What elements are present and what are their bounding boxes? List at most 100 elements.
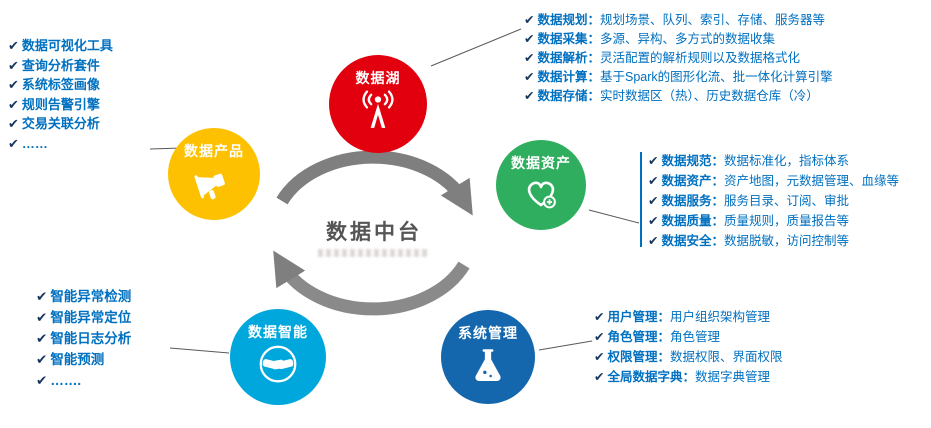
item-title: 数据计算： [537, 70, 600, 84]
list-item: ✔智能日志分析 [36, 328, 131, 349]
center-title: 数据中台 [326, 221, 422, 244]
check-icon: ✔ [36, 352, 48, 367]
item-text: …… [21, 135, 48, 151]
check-icon: ✔ [36, 289, 48, 304]
node-data-products: 数据产品 [168, 128, 260, 220]
data-intelligence-feature-list: ✔智能异常检测 ✔智能异常定位 ✔智能日志分析 ✔智能预测 ✔……. [36, 286, 131, 391]
flask-icon [475, 349, 501, 381]
item-title: 角色管理： [607, 330, 670, 344]
check-icon: ✔ [524, 89, 535, 103]
node-data-assets-label: 数据资产 [511, 155, 571, 171]
check-icon: ✔ [8, 116, 19, 131]
connector-line [169, 347, 230, 354]
item-title: 用户管理： [607, 310, 670, 324]
check-icon: ✔ [36, 331, 48, 346]
node-data-products-label: 数据产品 [184, 143, 244, 159]
item-text: 查询分析套件 [21, 57, 100, 73]
item-desc: 多源、异构、多方式的数据收集 [600, 32, 776, 46]
item-desc: 数据字典管理 [695, 370, 771, 384]
check-icon: ✔ [648, 194, 659, 208]
list-item: ✔数据质量：质量规则，质量报告等 [648, 211, 899, 231]
connector-line [430, 28, 522, 67]
list-item: ✔权限管理：数据权限、界面权限 [594, 347, 783, 367]
list-item: ✔角色管理：角色管理 [594, 327, 783, 347]
check-icon: ✔ [648, 174, 659, 188]
data-assets-capability-list: ✔数据规范：数据标准化，指标体系 ✔数据资产：资产地图，元数据管理、血缘等 ✔数… [648, 151, 899, 251]
item-title: 数据存储： [537, 89, 600, 103]
list-item: ✔全局数据字典：数据字典管理 [594, 367, 783, 387]
item-text: 智能预测 [50, 352, 105, 367]
list-item: ✔智能异常检测 [36, 286, 131, 307]
item-text: 智能异常定位 [50, 310, 132, 325]
list-item: ✔数据可视化工具 [8, 36, 113, 56]
list-item: ✔…… [8, 134, 113, 154]
node-system-management: 系统管理 [441, 310, 535, 404]
check-icon: ✔ [594, 310, 605, 324]
list-item: ✔交易关联分析 [8, 114, 113, 134]
item-title: 数据采集： [537, 32, 600, 46]
list-item: ✔系统标签画像 [8, 75, 113, 95]
item-desc: 角色管理 [670, 330, 721, 344]
cycle-arc-top [276, 150, 473, 216]
data-lake-capability-list: ✔数据规划：规划场景、队列、索引、存储、服务器等 ✔数据采集：多源、异构、多方式… [524, 11, 833, 106]
list-item: ✔查询分析套件 [8, 56, 113, 76]
check-icon: ✔ [594, 370, 605, 384]
check-icon: ✔ [36, 310, 48, 325]
list-item: ✔数据规划：规划场景、队列、索引、存储、服务器等 [524, 11, 833, 30]
node-data-intelligence: 数据智能 [230, 309, 326, 405]
list-item: ✔数据资产：资产地图，元数据管理、血缘等 [648, 171, 899, 191]
item-desc: 灵活配置的解析规则以及数据格式化 [600, 51, 801, 65]
check-icon: ✔ [8, 77, 19, 92]
item-text: 数据可视化工具 [21, 38, 113, 53]
node-data-lake: 数据湖 [329, 55, 427, 153]
check-icon: ✔ [524, 13, 535, 27]
item-title: 权限管理： [607, 350, 670, 364]
cycle-arc-bottom [273, 250, 470, 316]
check-icon: ✔ [36, 373, 48, 388]
list-item: ✔智能异常定位 [36, 307, 131, 328]
item-title: 数据解析： [537, 51, 600, 65]
list-accent-bar [640, 152, 642, 247]
handshake-icon [259, 345, 297, 383]
node-data-intelligence-label: 数据智能 [248, 324, 308, 340]
heart-plus-icon [527, 181, 556, 209]
check-icon: ✔ [8, 135, 19, 151]
broadcast-icon [362, 90, 394, 128]
connector-line [538, 340, 593, 351]
connector-line [588, 209, 640, 224]
item-desc: 服务目录、订阅、审批 [724, 194, 850, 208]
item-text: 交易关联分析 [21, 116, 100, 131]
list-item: ✔数据计算：基于Spark的图形化流、批一体化计算引擎 [524, 68, 833, 87]
list-item: ✔规则告警引擎 [8, 95, 113, 115]
list-item: ✔数据安全：数据脱敏，访问控制等 [648, 231, 899, 251]
check-icon: ✔ [8, 96, 19, 112]
check-icon: ✔ [8, 57, 19, 73]
data-products-feature-list: ✔数据可视化工具 ✔查询分析套件 ✔系统标签画像 ✔规则告警引擎 ✔交易关联分析… [8, 36, 113, 153]
item-text: ……. [50, 373, 82, 388]
check-icon: ✔ [524, 32, 535, 46]
item-title: 数据规范： [661, 154, 724, 168]
list-item: ✔数据规范：数据标准化，指标体系 [648, 151, 899, 171]
item-title: 数据服务： [661, 194, 724, 208]
item-desc: 数据标准化，指标体系 [724, 154, 850, 168]
list-item: ✔用户管理：用户组织架构管理 [594, 307, 783, 327]
node-data-lake-label: 数据湖 [355, 70, 401, 86]
item-text: 规则告警引擎 [21, 96, 100, 112]
check-icon: ✔ [648, 234, 659, 248]
check-icon: ✔ [648, 154, 659, 168]
watermark [318, 249, 430, 257]
item-desc: 质量规则，质量报告等 [724, 214, 850, 228]
item-title: 数据资产： [661, 174, 724, 188]
system-management-capability-list: ✔用户管理：用户组织架构管理 ✔角色管理：角色管理 ✔权限管理：数据权限、界面权… [594, 307, 783, 387]
list-item: ✔数据采集：多源、异构、多方式的数据收集 [524, 30, 833, 49]
item-desc: 规划场景、队列、索引、存储、服务器等 [600, 13, 826, 27]
list-item: ✔数据存储：实时数据区（热）、历史数据仓库（冷） [524, 87, 833, 106]
item-text: 智能异常检测 [50, 289, 132, 304]
list-item: ✔智能预测 [36, 349, 131, 370]
item-desc: 用户组织架构管理 [670, 310, 771, 324]
check-icon: ✔ [8, 38, 19, 53]
node-system-management-label: 系统管理 [458, 325, 518, 341]
list-item: ✔数据解析：灵活配置的解析规则以及数据格式化 [524, 49, 833, 68]
